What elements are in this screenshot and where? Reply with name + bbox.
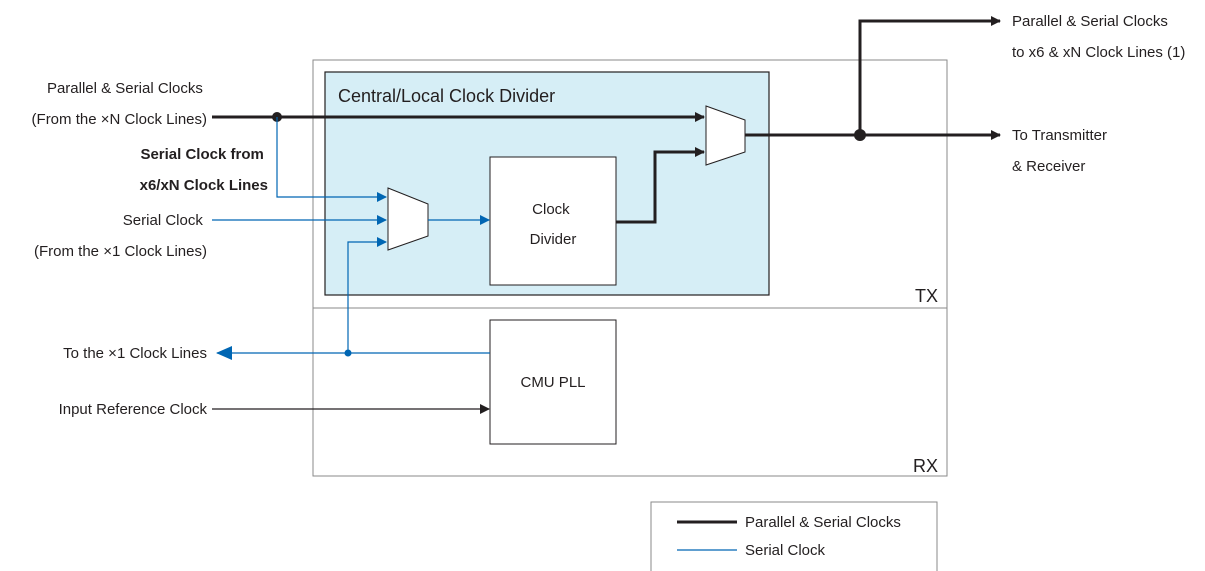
rx-block (312, 307, 948, 477)
serial-from-x6xn-label-line1: Serial Clock from (140, 146, 263, 163)
rx-label: RX (913, 456, 938, 476)
legend-serial-label: Serial Clock (745, 542, 826, 559)
input-ref-clock-label: Input Reference Clock (59, 401, 208, 418)
output-mux (705, 105, 746, 166)
legend-parallel-serial-label: Parallel & Serial Clocks (745, 514, 901, 531)
to-x6-xn-label: Parallel & Serial Clocks to x6 & xN Cloc… (1012, 13, 1185, 61)
to-tx-rx-label-line2: & Receiver (1012, 158, 1085, 175)
serial-from-x6xn-line (276, 117, 387, 202)
serial-x1-label: Serial Clock (From the ×1 Clock Lines) (34, 212, 207, 260)
to-x6-xn-line (858, 16, 1001, 135)
cmu-pll-block (489, 319, 617, 445)
to-x6-xn-label-line2: to x6 & xN Clock Lines (1) (1012, 44, 1185, 61)
to-x6-xn-label-line1: Parallel & Serial Clocks (1012, 13, 1168, 30)
cmu-pll-label: CMU PLL (520, 374, 585, 391)
serial-from-x6xn-label: Serial Clock from x6/xN Clock Lines (140, 146, 268, 194)
clock-divider-label-line2: Divider (530, 231, 577, 248)
serial-x1-label-line1: Serial Clock (123, 212, 204, 229)
serial-x1-label-line2: (From the ×1 Clock Lines) (34, 243, 207, 260)
clock-divider-label: Clock Divider (530, 201, 577, 248)
input-mux (387, 187, 429, 251)
tx-label: TX (915, 286, 938, 306)
to-tx-rx-label-line1: To Transmitter (1012, 127, 1107, 144)
central-local-clock-divider-title: Central/Local Clock Divider (338, 86, 555, 106)
clock-divider-label-line1: Clock (532, 201, 570, 218)
to-tx-rx-label: To Transmitter & Receiver (1012, 127, 1111, 175)
parallel-serial-xn-label-line1: Parallel & Serial Clocks (47, 80, 203, 97)
to-x1-label: To the ×1 Clock Lines (63, 345, 207, 362)
parallel-serial-xn-label-line2: (From the ×N Clock Lines) (32, 111, 207, 128)
parallel-serial-xn-label: Parallel & Serial Clocks (From the ×N Cl… (32, 80, 207, 128)
clock-divider-output-line (616, 147, 705, 224)
pll-to-mux-line (347, 237, 387, 353)
clock-divider-block (489, 156, 617, 286)
legend-box (650, 501, 938, 571)
serial-from-x6xn-label-line2: x6/xN Clock Lines (140, 177, 268, 194)
